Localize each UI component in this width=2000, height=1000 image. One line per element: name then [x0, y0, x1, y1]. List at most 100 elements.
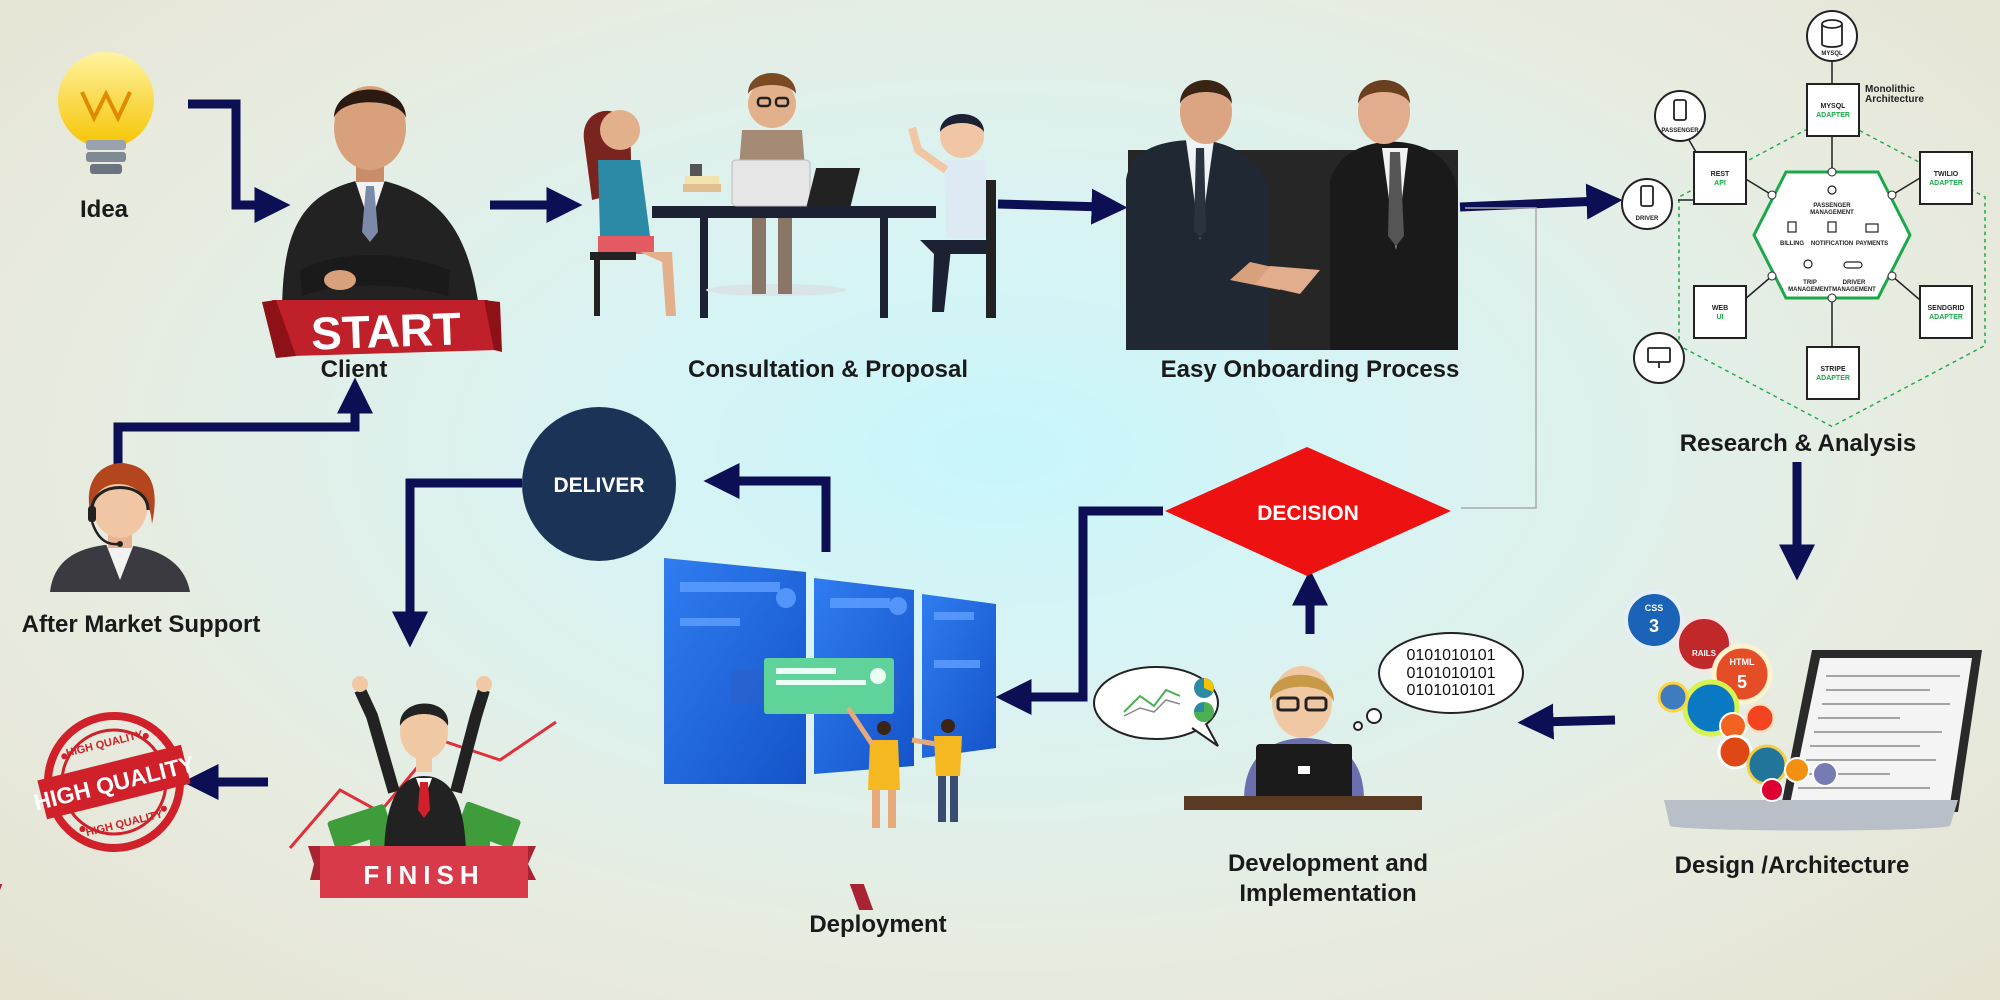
core-modules-hexagon	[1752, 170, 1912, 300]
support-agent-illustration	[50, 462, 190, 592]
adapter-box-web: WEB UI	[1693, 285, 1747, 339]
tech-stack-illustration: CSS 3 RAILS HTML 5	[1624, 590, 1982, 831]
lightbulb-icon	[58, 52, 154, 174]
stage-label-development: Development and Implementation	[1188, 849, 1468, 909]
adapter-name: TWILIO	[1934, 171, 1959, 178]
arrow-deliver-to-finish	[392, 478, 522, 648]
driver-phone-icon	[1621, 178, 1673, 230]
binary-thought-bubble	[1378, 632, 1524, 714]
stage-label-research: Research & Analysis	[1679, 430, 1917, 457]
flow-arrows	[113, 99, 1815, 800]
meeting-illustration	[583, 73, 996, 318]
svg-text:DRIVER: DRIVER	[1843, 280, 1866, 286]
svg-text:0101010101: 0101010101	[1407, 665, 1496, 682]
php-badge-icon	[1812, 761, 1838, 787]
svg-text:HIGH QUALITY: HIGH QUALITY	[65, 729, 145, 760]
adapter-type: ADAPTER	[1816, 112, 1850, 119]
deliver-label: DELIVER	[553, 474, 644, 497]
feedback-connector	[1461, 207, 1537, 509]
arrow-idea-to-client	[188, 99, 291, 223]
svg-text:5: 5	[1737, 672, 1747, 692]
finish-banner-text: FINISH	[363, 860, 484, 890]
wordpress-badge-icon	[1746, 744, 1788, 786]
arrow-decision-to-deployment	[995, 506, 1163, 715]
svg-text:PASSENGER: PASSENGER	[1813, 203, 1851, 209]
start-banner: START	[262, 300, 502, 360]
svg-text:PASSENGER: PASSENGER	[1661, 128, 1699, 134]
adapter-type: UI	[1717, 314, 1724, 321]
adapter-type: ADAPTER	[1929, 314, 1963, 321]
adapter-box-mysql: MYSQL ADAPTER	[1806, 83, 1860, 137]
angular-badge-icon	[1760, 778, 1784, 802]
svg-text:PAYMENTS: PAYMENTS	[1856, 241, 1888, 247]
finish-banner: FINISH	[0, 846, 874, 910]
adapter-name: SENDGRID	[1928, 305, 1965, 312]
joomla-badge-icon	[1744, 702, 1776, 734]
stage-label-consultation: Consultation & Proposal	[687, 356, 968, 383]
adapter-box-stripe: STRIPE ADAPTER	[1806, 346, 1860, 400]
svg-text:HTML: HTML	[1730, 657, 1755, 667]
laptop-base	[1664, 800, 1958, 831]
adapter-name: REST	[1711, 171, 1730, 178]
deployment-dashboard-illustration	[664, 558, 996, 828]
arrow-deployment-to-deliver	[703, 463, 831, 552]
mysql-badge-icon	[1784, 757, 1810, 783]
svg-text:DRIVER: DRIVER	[1636, 216, 1659, 222]
svg-text:Monolithic: Monolithic	[1865, 84, 1915, 95]
svg-text:CSS: CSS	[1645, 603, 1664, 613]
high-quality-stamp: HIGH QUALITY HIGH QUALITY HIGH QUALITY	[31, 712, 197, 852]
stage-label-client: Client	[320, 356, 388, 383]
arrow-support-to-client	[113, 377, 373, 478]
monolithic-architecture-diagram: Monolithic Architecture PASSENGER MANAGE…	[1621, 10, 1986, 428]
svg-text:MANAGEMENT: MANAGEMENT	[1810, 210, 1854, 216]
adapter-type: ADAPTER	[1816, 375, 1850, 382]
decision-label: DECISION	[1257, 502, 1359, 525]
adapter-type: ADAPTER	[1929, 180, 1963, 187]
stage-label-development-line1: Development and	[1227, 850, 1429, 877]
svg-text:MANAGEMENT: MANAGEMENT	[1832, 287, 1876, 293]
adapter-name: MYSQL	[1821, 103, 1847, 110]
codeigniter-badge-icon	[1717, 734, 1753, 770]
center-man-figure	[731, 73, 811, 294]
svg-text:0101010101: 0101010101	[1407, 647, 1496, 664]
client-businessman-figure	[282, 86, 480, 316]
adapter-name: STRIPE	[1820, 366, 1846, 373]
svg-text:3: 3	[1649, 616, 1659, 636]
svg-text:MANAGEMENT: MANAGEMENT	[1788, 287, 1832, 293]
arrow-design-to-development	[1517, 703, 1616, 740]
developer-illustration: 0101010101 0101010101 0101010101	[1093, 632, 1524, 810]
adapter-box-rest: REST API	[1693, 151, 1747, 205]
adapter-box-twilio: TWILIO ADAPTER	[1919, 151, 1973, 205]
svg-text:Architecture: Architecture	[1865, 94, 1924, 105]
svg-text:TRIP: TRIP	[1803, 280, 1817, 286]
right-man-figure	[806, 114, 996, 318]
arrow-onboarding-to-research	[1459, 183, 1623, 220]
passenger-phone-icon	[1654, 90, 1706, 142]
stage-label-onboarding: Easy Onboarding Process	[1160, 356, 1460, 383]
svg-text:RAILS: RAILS	[1692, 649, 1717, 658]
stage-label-design: Design /Architecture	[1674, 852, 1910, 879]
handshake-illustration	[1126, 80, 1458, 350]
adapter-name: WEB	[1712, 305, 1728, 312]
svg-text:NOTIFICATION: NOTIFICATION	[1811, 241, 1853, 247]
svg-text:0101010101: 0101010101	[1407, 682, 1496, 699]
desk	[1184, 796, 1422, 810]
green-card	[764, 658, 894, 714]
finish-celebration-illustration	[288, 676, 557, 860]
python-badge-icon	[1657, 681, 1689, 713]
stage-label-development-line2: Implementation	[1239, 880, 1417, 907]
headset-icon	[90, 486, 150, 511]
deliver-circle: DELIVER	[522, 407, 676, 561]
start-banner-text: START	[310, 302, 462, 359]
stage-label-idea: Idea	[79, 196, 129, 223]
person-yellow-figure	[845, 706, 900, 828]
stage-label-deployment: Deployment	[809, 911, 947, 938]
woman-figure	[583, 110, 676, 316]
desktop-monitor-icon	[1633, 332, 1685, 384]
adapter-type: API	[1714, 180, 1726, 187]
mysql-database-icon	[1806, 10, 1858, 62]
decision-diamond: DECISION	[1165, 447, 1451, 576]
svg-text:BILLING: BILLING	[1780, 241, 1804, 247]
adapter-box-sendgrid: SENDGRID ADAPTER	[1919, 285, 1973, 339]
